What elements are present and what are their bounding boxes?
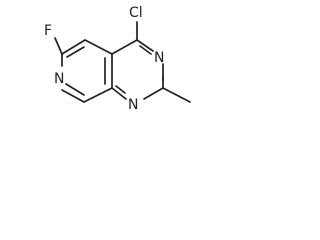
bond-c6-f (54, 37, 63, 55)
atom-labels: Cl F N N N (44, 5, 164, 113)
bond-c4-n3-inner (139, 45, 152, 55)
atom-label-n-top: N (154, 50, 164, 66)
bond-n1-c8a (111, 87, 127, 100)
bond-c4a-c4 (111, 39, 138, 55)
bond-n7-c8 (61, 89, 85, 103)
bond-c2-methyl (162, 87, 191, 103)
bond-c5-c4a (84, 39, 113, 55)
bond-c5-c6 (61, 39, 86, 55)
bond-c2-n1 (143, 87, 164, 100)
atom-label-n-bottom: N (128, 97, 138, 113)
bonds (54, 21, 191, 103)
atom-label-n-pyridine: N (54, 71, 64, 87)
bond-n1-c8a-inner (115, 85, 126, 94)
bond-c4-n3 (136, 39, 154, 52)
bond-c8-c8a (83, 87, 113, 103)
bond-c5-c6-inner (66, 46, 85, 58)
bond-n7-c8-inner (65, 83, 85, 96)
atom-label-cl: Cl (129, 5, 143, 21)
atom-label-f: F (44, 23, 52, 39)
molecule-structure: Cl F N N N (44, 5, 191, 113)
structure-canvas: Cl F N N N (0, 0, 218, 138)
